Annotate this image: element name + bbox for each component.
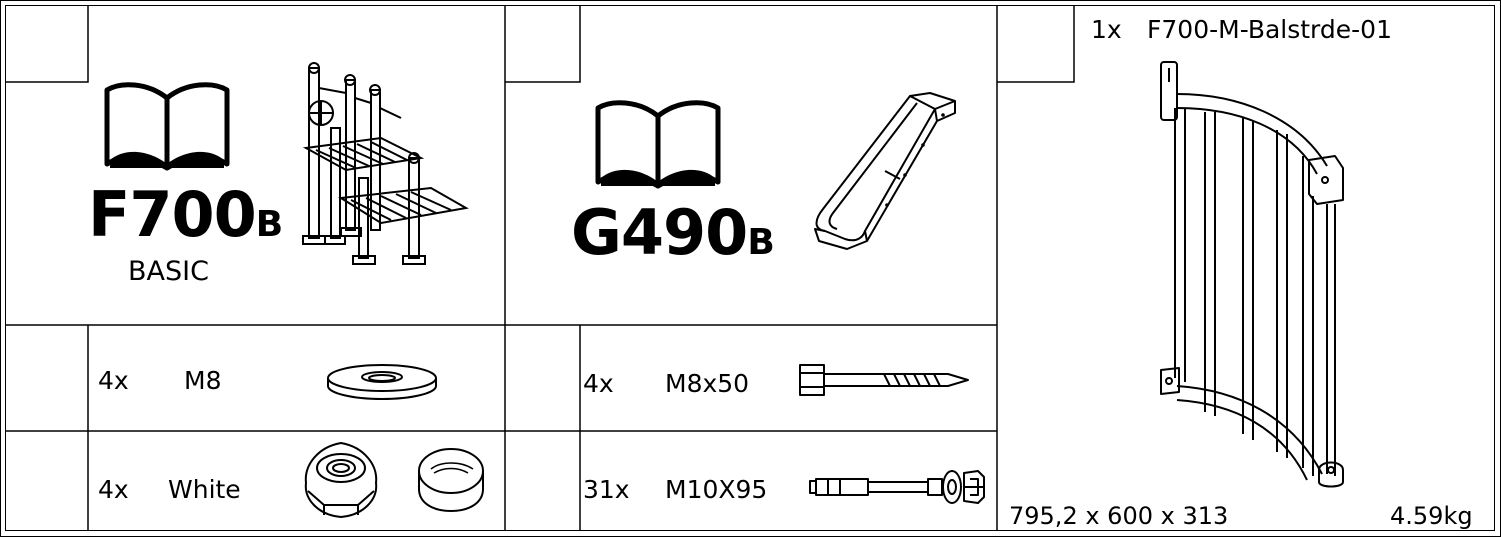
playset-icon — [302, 62, 469, 265]
manual-code-main: F700 — [88, 178, 257, 251]
manual-f700-cell: F700B BASIC — [6, 6, 505, 325]
component-cell: 1x F700-M-Balstrde-01 — [997, 6, 1495, 531]
book-icon — [104, 82, 230, 171]
part-qty: 4x — [98, 366, 129, 395]
manual-subtitle: BASIC — [128, 256, 209, 287]
part-row-cap: 4x White — [88, 431, 505, 531]
part-qty: 4x — [583, 369, 614, 398]
part-row-lag-screw: 4x M8x50 — [580, 325, 997, 431]
balustrade-icon — [1160, 61, 1344, 488]
washer-icon — [327, 364, 437, 401]
lag-screw-icon — [799, 364, 969, 396]
part-code: M10X95 — [665, 475, 768, 504]
part-code: M8x50 — [665, 369, 750, 398]
component-dimensions: 795,2 x 600 x 313 — [1009, 502, 1229, 530]
component-qty: 1x — [1091, 15, 1122, 44]
part-qty: 4x — [98, 475, 129, 504]
manual-code: G490B — [571, 202, 775, 264]
part-row-anchor: 31x M10X95 — [580, 431, 997, 531]
inner-frame — [5, 5, 1495, 531]
part-row-washer: 4x M8 — [88, 325, 505, 431]
component-code: F700-M-Balstrde-01 — [1147, 15, 1392, 44]
manual-g490-cell: G490B — [505, 6, 997, 325]
manual-code: F700B — [88, 184, 283, 246]
bolt-cap-icon — [304, 442, 484, 518]
part-code: M8 — [184, 366, 222, 395]
part-qty: 31x — [583, 475, 630, 504]
part-code: White — [168, 475, 241, 504]
book-icon — [595, 100, 721, 189]
slide-icon — [814, 92, 956, 250]
manual-code-main: G490 — [571, 196, 748, 269]
anchor-bolt-icon — [809, 470, 985, 504]
component-weight: 4.59kg — [1390, 502, 1473, 530]
manual-code-suffix: B — [255, 204, 284, 245]
manual-code-suffix: B — [747, 222, 775, 263]
